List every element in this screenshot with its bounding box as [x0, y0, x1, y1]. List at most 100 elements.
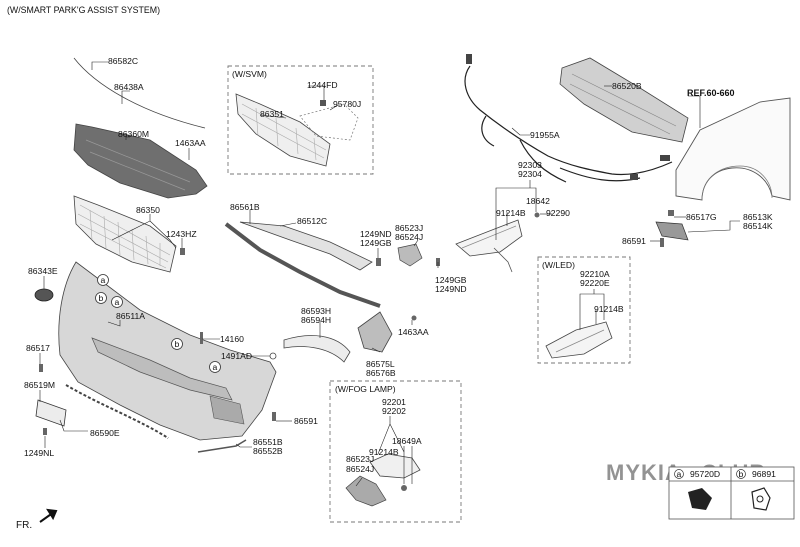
legend-b-letter: b: [739, 469, 744, 479]
clip-95720d-icon: [688, 488, 712, 510]
label-86513k: 86513K: [743, 212, 773, 222]
clip-96891-icon: [751, 487, 771, 511]
label-91214b-drl: 91214B: [496, 208, 526, 218]
fog-lamp-part: [369, 453, 421, 479]
label-1249gb-b: 1249GB: [435, 275, 467, 285]
clip-14160: [200, 332, 203, 344]
label-91214b-led: 91214B: [594, 304, 624, 314]
label-92304: 92304: [518, 169, 542, 179]
svg-text:b: b: [99, 293, 104, 303]
upper-cover-ribs: [85, 139, 191, 191]
fog-bracket-part: [345, 475, 387, 507]
label-86591-left: 86591: [294, 416, 318, 426]
label-86576b: 86576B: [366, 368, 396, 378]
bumper-lower-grille: [91, 337, 233, 401]
legend-a-letter: a: [677, 469, 682, 479]
lower-garnish-part: [197, 439, 247, 453]
label-92290: 92290: [546, 208, 570, 218]
upper-cover-part: [73, 123, 208, 199]
wiring-harness-part: [464, 65, 673, 183]
label-1491ad: 1491AD: [221, 351, 252, 361]
label-86438a: 86438A: [114, 82, 144, 92]
callout-a-upper: a: [97, 274, 109, 286]
label-86360m: 86360M: [118, 129, 149, 139]
clip-1491ad: [269, 352, 277, 360]
label-1249nd-a: 1249ND: [360, 229, 392, 239]
label-86591-right: 86591: [622, 236, 646, 246]
label-92201: 92201: [382, 397, 406, 407]
fog-cover-part: [357, 311, 393, 353]
drl-lamp-tail: [493, 247, 513, 273]
label-86582c: 86582C: [108, 56, 138, 66]
label-95780j: 95780J: [333, 99, 361, 109]
label-86551b: 86551B: [253, 437, 283, 447]
fr-label: FR.: [16, 520, 32, 531]
svm-group-title: (W/SVM): [232, 69, 267, 79]
svg-text:a: a: [213, 362, 218, 372]
fog-bulb-part: [401, 485, 407, 491]
label-86514k: 86514K: [743, 221, 773, 231]
legend-a-code: 95720D: [690, 469, 720, 479]
label-86343e: 86343E: [28, 266, 58, 276]
label-86519m: 86519M: [24, 380, 55, 390]
fender-part: [675, 97, 791, 201]
label-1249nd-b: 1249ND: [435, 284, 467, 294]
svm-grille-mesh: [241, 103, 327, 161]
label-86561b: 86561B: [230, 202, 260, 212]
bumper-fog-recess: [209, 395, 245, 425]
svm-camera: [320, 100, 326, 106]
led-group-box: [537, 256, 631, 364]
label-91214b-fog: 91214B: [369, 447, 399, 457]
label-91955a: 91955A: [530, 130, 560, 140]
label-86351: 86351: [260, 109, 284, 119]
label-92210a: 92210A: [580, 269, 610, 279]
callout-b-lower: b: [171, 338, 183, 350]
screw-86591-left: [272, 412, 276, 421]
label-92202: 92202: [382, 406, 406, 416]
callout-a-lower: a: [209, 361, 221, 373]
label-86511a: 86511A: [116, 311, 145, 321]
label-86517: 86517: [26, 343, 50, 353]
legend-b-code: 96891: [752, 469, 776, 479]
label-1249gb-a: 1249GB: [360, 238, 392, 248]
radiator-grille-part: [73, 195, 177, 273]
svg-text:b: b: [175, 339, 180, 349]
svm-grille-part: [235, 93, 331, 167]
label-86524j-upper: 86524J: [395, 232, 423, 242]
clip-86517g: [668, 210, 674, 216]
diagram-header: (W/SMART PARK'G ASSIST SYSTEM): [7, 5, 160, 15]
fog-group-box: [329, 380, 462, 523]
fog-trim-part: [283, 335, 351, 363]
svm-group-box: [227, 65, 374, 175]
led-lamp-lens: [555, 329, 605, 353]
callout-b-upper: b: [95, 292, 107, 304]
emblem-part: [34, 288, 54, 302]
screw-1249nl: [43, 428, 47, 435]
label-1244fd: 1244FD: [307, 80, 338, 90]
energy-absorber-ribs: [569, 73, 677, 135]
label-92220e: 92220E: [580, 278, 610, 288]
license-bracket-part: [35, 399, 67, 427]
label-1463aa-lower: 1463AA: [398, 327, 429, 337]
ref-label: REF.60-660: [687, 88, 735, 98]
fender-arch: [701, 165, 773, 201]
label-92303: 92303: [518, 160, 542, 170]
svg-text:MYKIA: MYKIA: [606, 460, 682, 485]
clip-1249nd-a: [376, 258, 381, 266]
label-86524j-lower: 86524J: [346, 464, 374, 474]
upper-strip-86512c: [239, 221, 373, 271]
svm-camera-bracket: [299, 103, 359, 141]
harness-connector-3: [630, 174, 638, 180]
label-86512c: 86512C: [297, 216, 327, 226]
upper-molding-strip: [73, 57, 206, 129]
label-86552b: 86552B: [253, 446, 283, 456]
label-86523j-lower: 86523J: [346, 454, 374, 464]
label-86590e: 86590E: [90, 428, 120, 438]
bracket-86523j: [397, 243, 423, 267]
side-bracket-86513k: [655, 221, 689, 241]
lower-lip-part: [65, 384, 169, 439]
label-86517g: 86517G: [686, 212, 717, 222]
label-86575l: 86575L: [366, 359, 395, 369]
callout-a-mid: a: [111, 296, 123, 308]
